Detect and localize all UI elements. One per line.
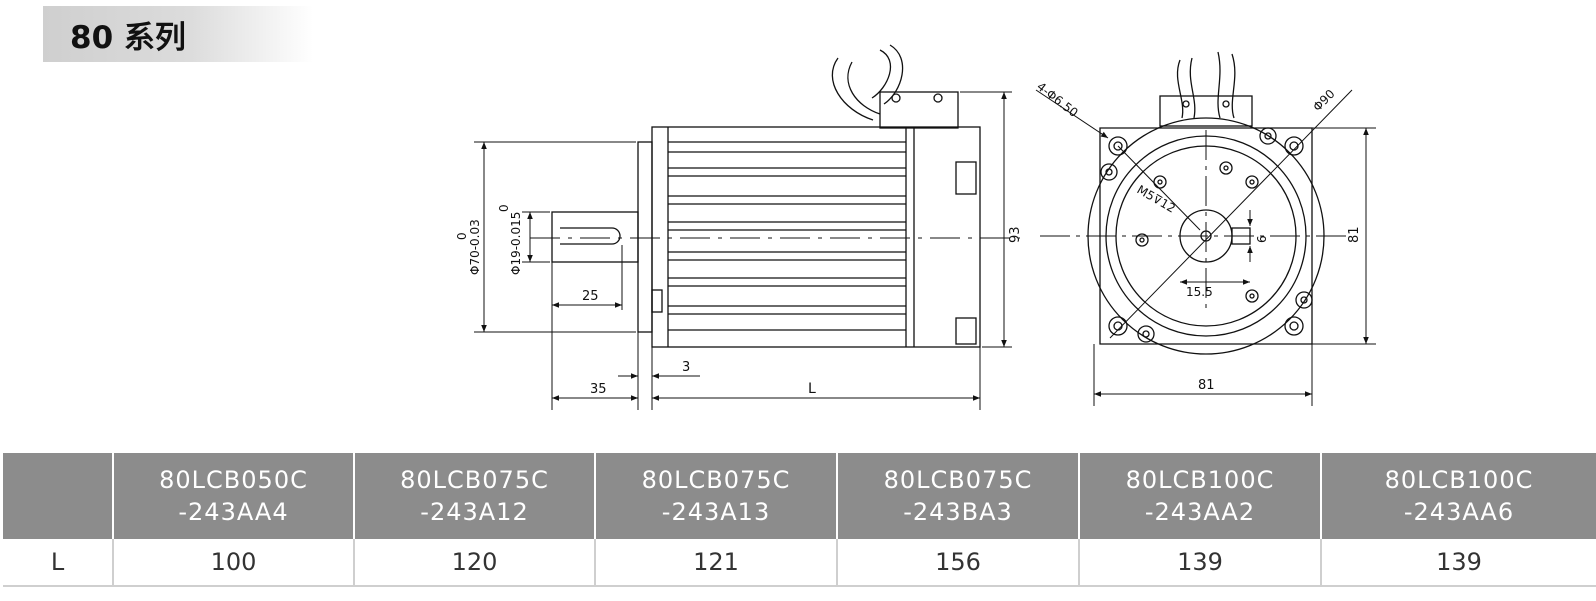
label-shaft-length: 35	[590, 382, 607, 397]
model-line2: -243AA4	[178, 498, 289, 526]
series-banner	[43, 6, 313, 62]
model-line2: -243BA3	[903, 498, 1013, 526]
model-line2: -243AA2	[1144, 498, 1256, 526]
spec-table: 80LCB050C -243AA4 80LCB075C -243A12 80LCB0…	[3, 453, 1596, 587]
model-line1: 80LCB075C	[883, 466, 1033, 494]
table-cell: 100	[113, 539, 355, 587]
label-width-81: 81	[1198, 378, 1215, 393]
label-flange-dia: Φ70-0.03	[468, 219, 482, 275]
model-line1: 80LCB100C	[1384, 466, 1534, 494]
model-line2: -243A12	[420, 498, 529, 526]
table-cell: 156	[837, 539, 1080, 587]
model-header: 80LCB050C -243AA4	[113, 453, 355, 539]
label-body-length: L	[808, 381, 816, 397]
model-line1: 80LCB075C	[641, 466, 791, 494]
model-header: 80LCB100C -243AA6	[1321, 453, 1596, 539]
model-line2: -243A13	[661, 498, 771, 526]
model-line1: 80LCB050C	[159, 466, 308, 494]
label-mount-holes: 4-Φ6.50	[1034, 79, 1081, 120]
table-cell: 139	[1321, 539, 1596, 587]
model-line1: 80LCB100C	[1125, 466, 1275, 494]
model-header: 80LCB100C -243AA2	[1079, 453, 1322, 539]
table-cell: 120	[354, 539, 596, 587]
label-height-81: 81	[1347, 226, 1362, 243]
model-line2: -243AA6	[1403, 498, 1515, 526]
row-label-l: L	[3, 539, 114, 587]
label-bolt-circle: Φ90	[1310, 87, 1337, 114]
model-header: 80LCB075C -243BA3	[837, 453, 1080, 539]
label-height-93: 93	[1008, 226, 1023, 243]
side-view	[474, 44, 1020, 410]
table-cell: 139	[1079, 539, 1322, 587]
table-header-row: 80LCB050C -243AA4 80LCB075C -243A12 80LCB0…	[3, 453, 1596, 539]
label-shaft-dia: Φ19-0.015	[509, 212, 523, 275]
label-key-height: 15.5	[1186, 285, 1213, 299]
model-line1: 80LCB075C	[400, 466, 549, 494]
series-title: 80 系列	[70, 20, 186, 56]
front-view	[1035, 51, 1376, 406]
model-header: 80LCB075C -243A13	[595, 453, 838, 539]
label-key-width: 6	[1255, 235, 1269, 243]
table-row: L 100 120 121 156 139 139	[3, 539, 1596, 587]
label-flange-dia-top: 0	[455, 232, 469, 240]
label-key-length: 25	[582, 289, 599, 304]
table-corner	[3, 453, 114, 539]
motor-dimension-drawing: 0 Φ70-0.03 0 Φ19-0.015 25 35 3 L 93	[455, 44, 1376, 410]
label-shaft-dia-top: 0	[497, 204, 511, 212]
label-flange-thickness: 3	[682, 360, 690, 375]
model-header: 80LCB075C -243A12	[354, 453, 596, 539]
table-cell: 121	[595, 539, 838, 587]
